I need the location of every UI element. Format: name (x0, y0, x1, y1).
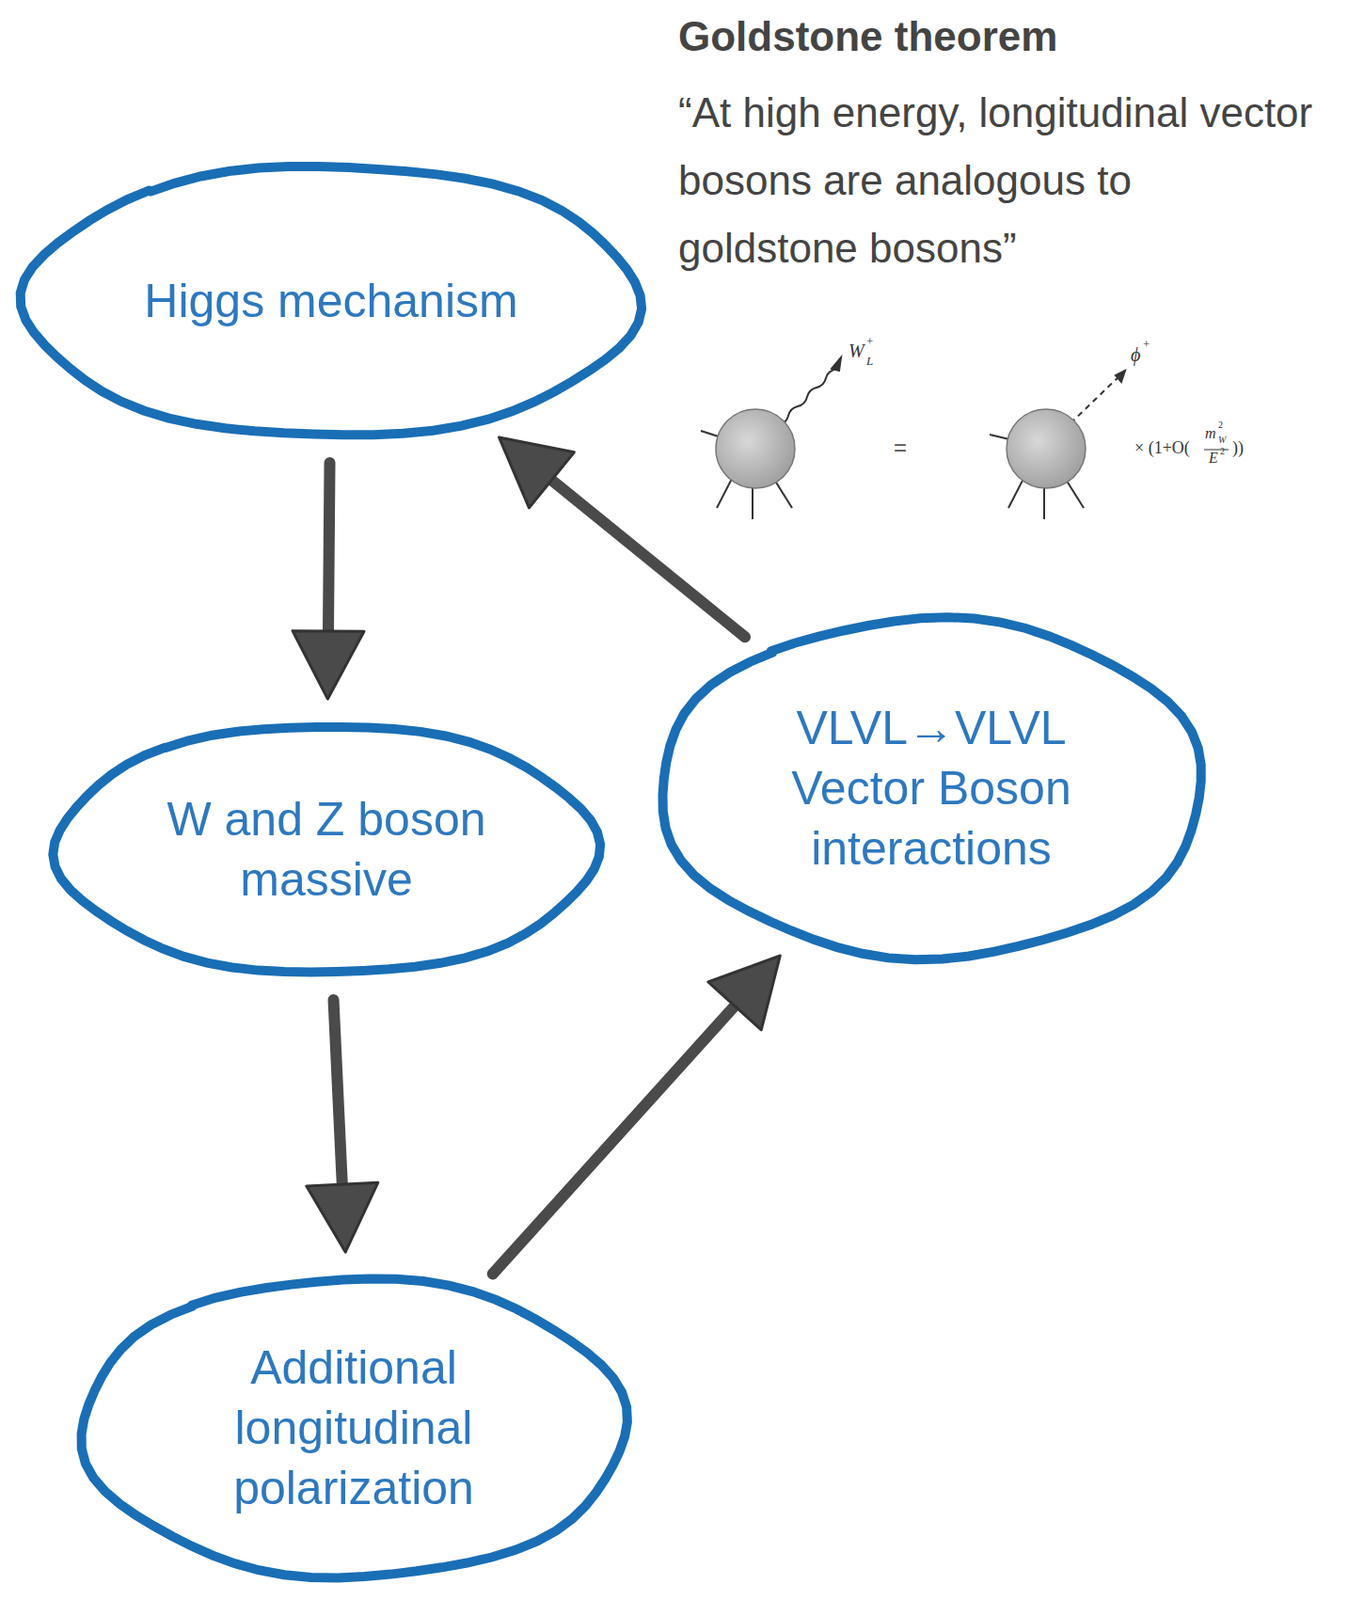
node-label: Higgs mechanism (105, 270, 557, 332)
math-superscript: + (866, 333, 873, 349)
math-symbol: ϕ (1130, 344, 1141, 366)
math-superscript: 2 (1220, 445, 1225, 457)
amplitude-left (700, 357, 841, 520)
math-factor: × (1+O( (1134, 438, 1190, 459)
node-label: Additional longitudinal polarization (203, 1337, 505, 1519)
node-label: VLVL→VLVL Vector Boson interactions (761, 697, 1101, 879)
math-subscript: L (866, 353, 873, 369)
quote-text: “At high energy, longitudinal vector bos… (678, 79, 1318, 283)
ellipse-node: VLVL→VLVL Vector Boson interactions (653, 613, 1209, 964)
ellipse-node: W and Z boson massive (50, 719, 603, 980)
math-superscript: 2 (1218, 419, 1223, 430)
flow-arrow (306, 999, 379, 1253)
flow-arrow (499, 437, 746, 637)
ellipse-node: Additional longitudinal polarization (76, 1272, 632, 1584)
node-label: W and Z boson massive (138, 789, 515, 910)
ellipse-outline (50, 719, 603, 980)
flow-arrow (492, 955, 781, 1274)
heading: Goldstone theorem (678, 13, 1058, 61)
math-symbol: W (848, 340, 865, 363)
flow-arrow (292, 462, 365, 699)
ellipse-node: Higgs mechanism (18, 159, 644, 443)
math-superscript: + (1142, 336, 1150, 352)
math-factor: )) (1232, 438, 1244, 459)
amplitude-right (989, 370, 1126, 520)
math-subscript: W (1218, 434, 1226, 445)
equals-sign: = (893, 434, 907, 461)
math-symbol: m (1205, 425, 1217, 443)
math-symbol: E (1208, 449, 1219, 467)
